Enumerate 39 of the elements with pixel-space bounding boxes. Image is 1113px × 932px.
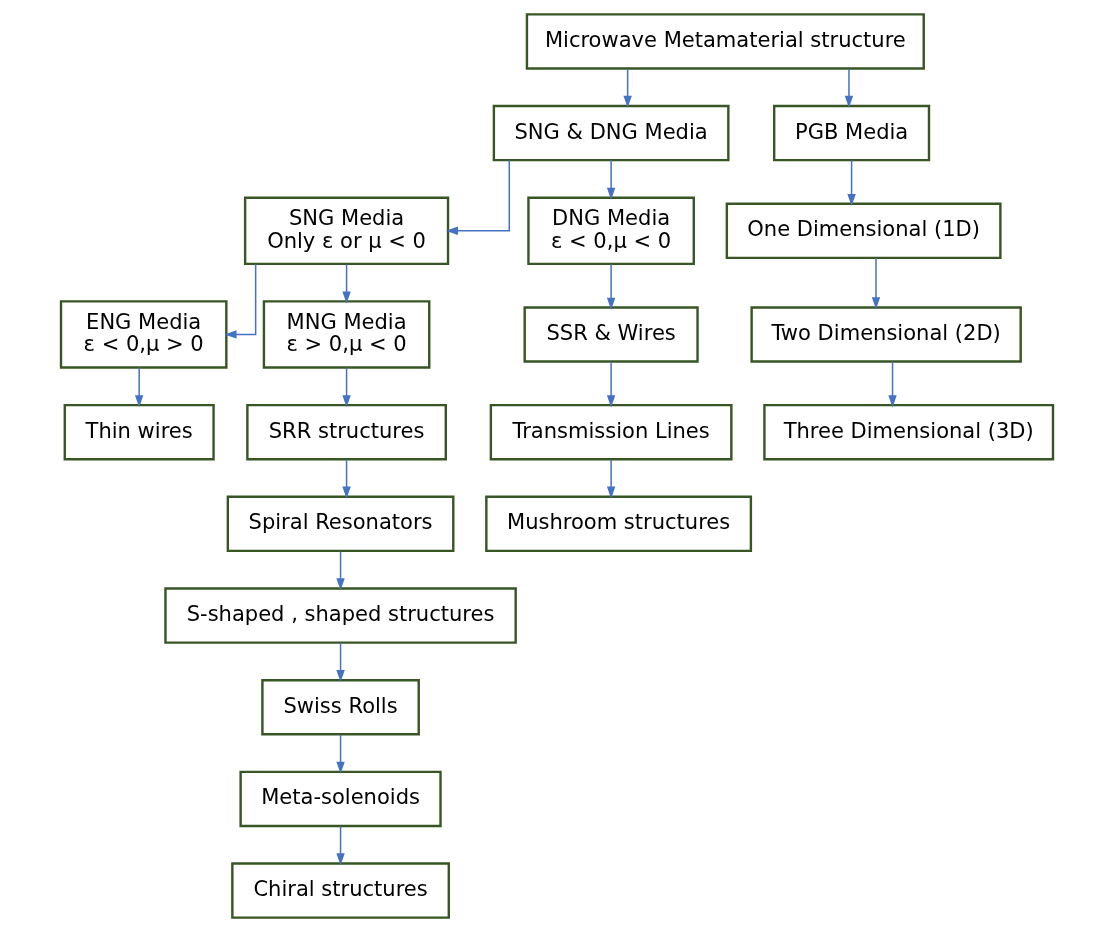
arrow <box>341 263 351 304</box>
node-box: Swiss Rolls <box>260 678 420 736</box>
arrow <box>846 159 856 206</box>
node-box: Three Dimensional (3D) <box>762 403 1054 461</box>
node-box: Spiral Resonators <box>226 495 454 553</box>
node-box: One Dimensional (1D) <box>725 202 1002 260</box>
arrow <box>134 366 143 408</box>
arrow <box>606 263 615 310</box>
node-box: S-shaped , shaped structures <box>163 587 517 644</box>
arrow <box>622 68 632 108</box>
arrow <box>445 159 510 235</box>
arrow <box>335 734 345 774</box>
node-box: Thin wires <box>63 403 215 461</box>
arrow <box>606 159 615 200</box>
arrow <box>606 360 615 408</box>
node-box: Mushroom structures <box>484 495 752 553</box>
node-box: Chiral structures <box>230 862 450 919</box>
arrow <box>335 550 345 591</box>
node-box: SNG & DNG Media <box>492 104 730 162</box>
arrow <box>224 263 256 339</box>
node-box: PGB Media <box>772 104 930 162</box>
arrow <box>341 366 351 408</box>
node-box: DNG Media ε < 0,μ < 0 <box>526 196 695 266</box>
node-box: SNG Media Only ε or μ < 0 <box>243 196 449 266</box>
node-box: MNG Media ε > 0,μ < 0 <box>262 300 430 369</box>
arrow <box>341 458 351 499</box>
node-box: Two Dimensional (2D) <box>749 306 1022 363</box>
arrow <box>871 257 880 310</box>
arrow <box>335 642 345 682</box>
arrow <box>335 825 345 866</box>
arrow <box>844 68 853 108</box>
node-box: Microwave Metamaterial structure <box>525 13 925 70</box>
node-box: SSR & Wires <box>523 306 699 363</box>
arrow <box>606 458 615 499</box>
node-box: SRR structures <box>245 403 447 461</box>
node-box: ENG Media ε < 0,μ > 0 <box>59 300 228 369</box>
node-box: Meta-solenoids <box>238 770 442 828</box>
node-box: Transmission Lines <box>489 403 733 461</box>
arrow <box>887 360 897 408</box>
